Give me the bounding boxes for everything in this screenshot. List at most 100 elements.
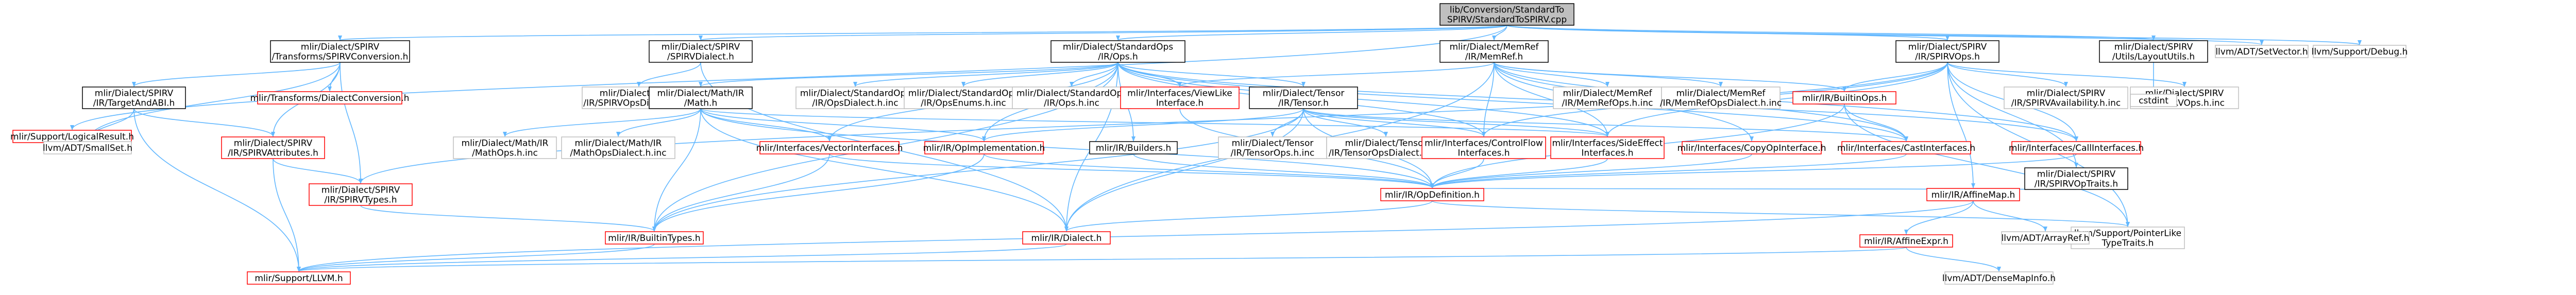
include-edge-tensor-to-cast_ifaces bbox=[1303, 108, 1908, 142]
node-box bbox=[12, 130, 132, 143]
node-label-line: mlir/Dialect/SPIRV bbox=[234, 138, 313, 149]
include-edge-spirv_dialect-to-spirv_dialect_inc bbox=[637, 62, 701, 87]
node-label-line: Interfaces.h bbox=[1458, 148, 1510, 159]
node-builtin-ops[interactable]: mlir/IR/BuiltinOps.h bbox=[1792, 91, 1896, 105]
node-op-impl[interactable]: mlir/IR/OpImplementation.h bbox=[923, 141, 1045, 154]
node-box bbox=[904, 86, 1023, 109]
node-spirv-conv[interactable]: mlir/Dialect/SPIRV/Transforms/SPIRVConve… bbox=[270, 40, 410, 63]
include-edge-ir_dialect-to-llvm_h bbox=[297, 244, 1067, 272]
node-box bbox=[1926, 188, 2020, 201]
node-label-line: /IR/SPIRVAttributes.h bbox=[228, 148, 318, 159]
include-edge-affine_map-to-array_ref bbox=[1973, 200, 2047, 232]
node-math-ops-inc: mlir/Dialect/Math/IR/MathOps.h.inc bbox=[453, 136, 557, 159]
include-edge-op_impl-to-builtin_types bbox=[652, 153, 985, 232]
node-std-ops[interactable]: mlir/Dialect/StandardOps/IR/Ops.h bbox=[1050, 40, 1185, 63]
node-label-line: mlir/Dialect/SPIRV bbox=[321, 185, 400, 196]
node-spirv-attrs[interactable]: mlir/Dialect/SPIRV/IR/SPIRVAttributes.h bbox=[221, 136, 325, 159]
node-spirv-types[interactable]: mlir/Dialect/SPIRV/IR/SPIRVTypes.h bbox=[309, 183, 413, 206]
include-edge-std_ops-to-side_effect bbox=[1117, 62, 1609, 137]
node-memref[interactable]: mlir/Dialect/MemRef/IR/MemRef.h bbox=[1439, 40, 1549, 63]
node-builtin-types[interactable]: mlir/IR/BuiltinTypes.h bbox=[605, 231, 704, 245]
include-edge-builtin_ops-to-cast_ifaces bbox=[1844, 103, 1908, 142]
include-edge-line bbox=[1430, 158, 1608, 188]
node-box bbox=[1439, 3, 1574, 26]
include-edge-line bbox=[1506, 25, 2362, 45]
include-edge-op_definition-to-ir_dialect bbox=[1064, 200, 1433, 232]
include-edge-line bbox=[1494, 62, 1609, 137]
node-label-line: mlir/Dialect/StandardOps bbox=[908, 89, 1019, 99]
node-spirv-ops[interactable]: mlir/Dialect/SPIRV/IR/SPIRVOps.h bbox=[1895, 40, 1999, 63]
node-cast-ifaces[interactable]: mlir/Interfaces/CastInterfaces.h bbox=[1837, 141, 1975, 154]
include-edge-op_definition-to-pointer_like bbox=[1432, 200, 2130, 227]
include-edge-side_effect-to-op_definition bbox=[1430, 158, 1608, 188]
node-box bbox=[1218, 136, 1327, 159]
node-builders[interactable]: mlir/IR/Builders.h bbox=[1089, 141, 1178, 154]
node-op-definition[interactable]: mlir/IR/OpDefinition.h bbox=[1380, 188, 1484, 201]
node-label-line: mlir/IR/AffineMap.h bbox=[1931, 190, 2015, 200]
node-spirv-optraits[interactable]: mlir/Dialect/SPIRV/IR/SPIRVOpTraits.h bbox=[2024, 167, 2128, 190]
node-call-ifaces[interactable]: mlir/Interfaces/CallInterfaces.h bbox=[2009, 141, 2144, 154]
include-edge-line bbox=[982, 108, 1304, 142]
include-edge-line bbox=[652, 108, 1304, 232]
node-layout[interactable]: mlir/Dialect/SPIRV/Utils/LayoutUtils.h bbox=[2099, 40, 2208, 63]
node-label-line: llvm/ADT/SmallSet.h bbox=[43, 143, 132, 153]
node-dialect-conversion[interactable]: mlir/Transforms/DialectConversion.h bbox=[250, 91, 410, 105]
include-edge-root-to-spirv_conv bbox=[338, 25, 1507, 41]
node-box bbox=[1439, 40, 1549, 63]
node-logical-result[interactable]: mlir/Support/LogicalResult.h bbox=[10, 130, 134, 143]
node-ir-dialect[interactable]: mlir/IR/Dialect.h bbox=[1022, 231, 1111, 245]
node-label-line: /IR/MemRefOpsDialect.h.inc bbox=[1660, 98, 1782, 109]
node-box bbox=[1421, 136, 1546, 159]
node-box bbox=[270, 40, 410, 63]
node-label-line: llvm/ADT/DenseMapInfo.h bbox=[1942, 273, 2056, 284]
node-label-line: mlir/Dialect/Math/IR bbox=[657, 89, 744, 99]
node-label-line: mlir/IR/OpDefinition.h bbox=[1385, 190, 1480, 200]
include-edge-line bbox=[652, 153, 830, 232]
include-edge-line bbox=[1844, 103, 2130, 227]
include-edge-spirv_attrs-to-llvm_h bbox=[273, 158, 301, 272]
node-label-line: mlir/IR/Builders.h bbox=[1096, 143, 1171, 153]
include-edge-memref-to-side_effect bbox=[1494, 62, 1609, 137]
node-target-and-abi[interactable]: mlir/Dialect/SPIRV/IR/TargetAndABI.h bbox=[82, 86, 186, 109]
include-edge-math-to-math_dialect_inc bbox=[616, 108, 701, 137]
node-label-line: TypeTraits.h bbox=[2102, 238, 2154, 249]
include-edge-line bbox=[1430, 153, 2077, 188]
node-label-line: /IR/Tensor.h bbox=[1278, 98, 1329, 109]
node-box bbox=[1682, 141, 1822, 154]
include-edge-line bbox=[700, 108, 832, 142]
node-llvm-h[interactable]: mlir/Support/LLVM.h bbox=[247, 271, 351, 285]
node-array-ref: llvm/ADT/ArrayRef.h bbox=[2001, 231, 2090, 245]
include-edge-target_and_abi-to-llvm_h bbox=[133, 108, 301, 272]
node-box bbox=[1120, 86, 1240, 109]
include-edge-math-to-ir_dialect bbox=[700, 108, 1069, 232]
node-affine-expr[interactable]: mlir/IR/AffineExpr.h bbox=[1859, 234, 1953, 248]
include-edge-line bbox=[1494, 62, 2078, 142]
include-edge-math-to-side_effect bbox=[700, 108, 1609, 137]
node-vector-ifaces[interactable]: mlir/Interfaces/VectorInterfaces.h bbox=[756, 141, 903, 154]
include-edge-line bbox=[1494, 62, 1846, 92]
include-edge-builtin_ops-to-pointer_like bbox=[1844, 103, 2130, 227]
node-math[interactable]: mlir/Dialect/Math/IR/Math.h bbox=[649, 86, 753, 109]
include-edge-line bbox=[652, 108, 701, 232]
node-box bbox=[2071, 227, 2185, 249]
node-memref-ops-inc: mlir/Dialect/MemRef/IR/MemRefOps.h.inc bbox=[1553, 86, 1662, 109]
node-memref-dialect-inc: mlir/Dialect/MemRef/IR/MemRefOpsDialect.… bbox=[1660, 86, 1782, 109]
node-label-line: mlir/Interfaces/CallInterfaces.h bbox=[2009, 143, 2144, 153]
include-edge-memref-to-view_like bbox=[1178, 62, 1495, 87]
include-edge-line bbox=[1117, 62, 1182, 87]
include-edge-line bbox=[297, 200, 1974, 272]
node-label-line: mlir/Dialect/Tensor bbox=[1345, 138, 1427, 149]
include-edge-line bbox=[699, 25, 1507, 41]
node-box bbox=[1022, 231, 1111, 245]
node-tensor[interactable]: mlir/Dialect/Tensor/IR/Tensor.h bbox=[1249, 86, 1358, 109]
include-edge-line bbox=[1947, 62, 1975, 188]
node-box bbox=[759, 141, 900, 154]
include-edge-line bbox=[1303, 108, 1908, 142]
node-label-line: mlir/Dialect/Math/IR bbox=[575, 138, 662, 149]
node-copy-op[interactable]: mlir/Interfaces/CopyOpInterface.h bbox=[1677, 141, 1826, 154]
node-spirv-dialect[interactable]: mlir/Dialect/SPIRV/SPIRVDialect.h bbox=[649, 40, 753, 63]
node-affine-map[interactable]: mlir/IR/AffineMap.h bbox=[1926, 188, 2020, 201]
